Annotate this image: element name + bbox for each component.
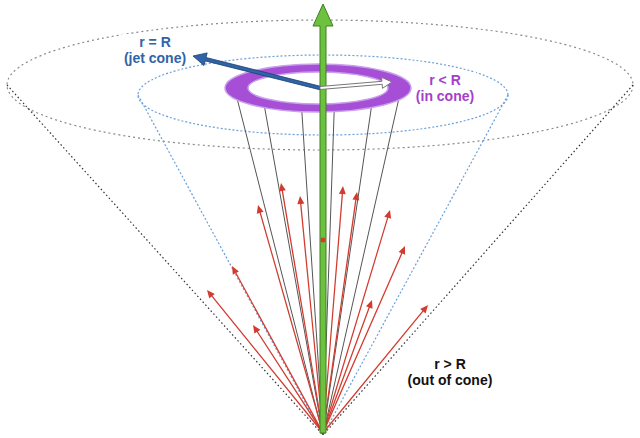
particle-arrow [322,192,359,433]
particle-arrow [322,300,372,433]
particle-arrow [253,325,324,433]
ring-cone-line [265,108,323,435]
jet-cone-edge [138,95,323,435]
particle-arrow [232,266,324,433]
out-of-cone-label: r > R (out of cone) [406,356,495,388]
ring-cone-line [237,100,323,435]
jet-cone-edge [323,95,508,435]
jet-radius-arrow [193,53,320,90]
outer-cone-edge [7,85,323,435]
particle-arrow [207,290,324,433]
in-cone-radius-arrow [320,77,392,89]
ring-cone-line [323,100,399,435]
particle-arrow [322,246,405,433]
in-cone-label: r < R (in cone) [414,72,476,104]
jet-cone-label: r = R (jet cone) [122,34,188,66]
jet-axis-arrow [313,4,333,433]
outer-cone-edge [323,85,633,435]
ring-cone-line [323,108,371,435]
particle-arrow [279,183,324,433]
particle-arrow [322,210,391,433]
axis-dot [321,238,326,243]
